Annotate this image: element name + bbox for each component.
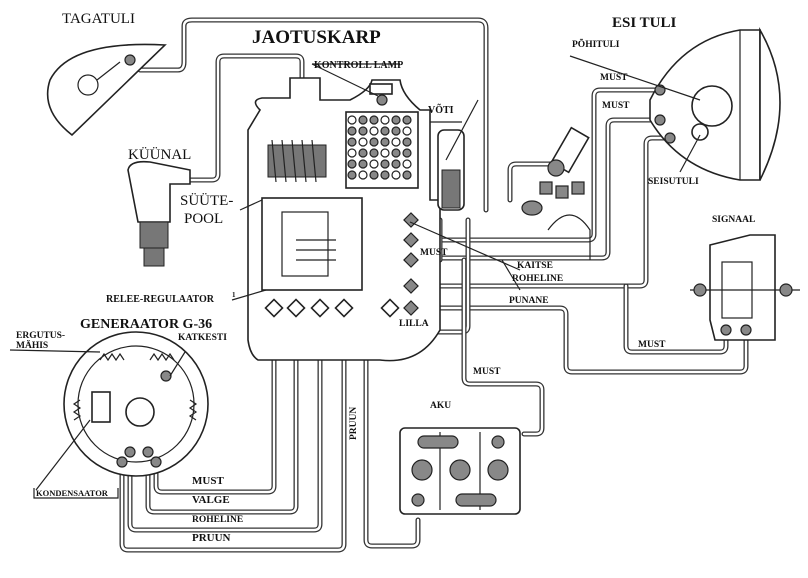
wire-label-lilla: LILLA xyxy=(399,319,429,329)
contact-dot xyxy=(369,126,379,136)
wire-label-punane: PUNANE xyxy=(509,296,549,306)
contact-dot xyxy=(380,126,390,136)
contact-dot xyxy=(347,148,357,158)
contact-dot xyxy=(347,170,357,180)
contact-dot xyxy=(347,159,357,169)
pointer-line xyxy=(231,289,267,301)
ignition-coil-label-1: SÜÜTE- xyxy=(180,193,234,209)
terminal xyxy=(264,298,284,318)
contact-dot xyxy=(380,148,390,158)
contact-dot xyxy=(369,159,379,169)
contact-dot xyxy=(358,115,368,125)
contact-dot xyxy=(380,170,390,180)
control-lamp-label: KONTROLL LAMP xyxy=(314,60,404,71)
pointer-line xyxy=(311,63,379,97)
contact-dot xyxy=(358,148,368,158)
contact-dot xyxy=(391,159,401,169)
wire-label-roheline: ROHELINE xyxy=(512,274,564,284)
wire-label-pruun: PRUUN xyxy=(349,406,359,440)
contact-dot xyxy=(358,159,368,169)
contact-dot xyxy=(380,115,390,125)
contact-dot xyxy=(402,115,412,125)
contact-dot xyxy=(347,126,357,136)
contact-dot xyxy=(391,115,401,125)
terminal xyxy=(380,298,400,318)
tail-light xyxy=(46,43,167,137)
contact-dot xyxy=(369,137,379,147)
contact-dot xyxy=(391,170,401,180)
headlight xyxy=(569,26,781,181)
terminal xyxy=(403,232,419,248)
contact-dot xyxy=(402,170,412,180)
main-beam-label: PÕHITULI xyxy=(572,40,620,50)
wire-label-must: MUST xyxy=(602,101,630,111)
wire-label-must: MUST xyxy=(600,73,628,83)
fuse-label: KAITSE xyxy=(517,261,553,271)
contact-dot xyxy=(402,126,412,136)
contact-dot xyxy=(380,159,390,169)
terminal xyxy=(310,298,330,318)
condenser-label: KONDENSAATOR xyxy=(36,488,108,498)
ignition-coil-label-2: POOL xyxy=(184,211,224,227)
fuse-cluster xyxy=(501,126,591,291)
terminal xyxy=(403,300,419,316)
contact-dot xyxy=(358,126,368,136)
contact-dot xyxy=(402,148,412,158)
relay-regulator-label: RELEE-REGULAATOR xyxy=(106,294,214,305)
contact-dot xyxy=(391,137,401,147)
wire-label-roheline: ROHELINE xyxy=(192,515,244,525)
breaker-label: KATKESTI xyxy=(178,333,227,343)
wires xyxy=(119,17,749,553)
battery-label: AKU xyxy=(430,401,452,411)
spark-plug-label: KÜÜNAL xyxy=(128,147,192,163)
wire-label-must: MUST xyxy=(638,340,666,350)
tail-light-label: TAGATULI xyxy=(62,11,135,27)
contact-dot xyxy=(358,170,368,180)
spark-plug xyxy=(127,160,191,267)
contact-dot xyxy=(391,148,401,158)
contact-matrix xyxy=(347,115,412,180)
terminal xyxy=(334,298,354,318)
horn-label: SIGNAAL xyxy=(712,215,756,225)
contact-dot xyxy=(402,137,412,147)
junction-box-label: JAOTUSKARP xyxy=(252,27,381,48)
terminal xyxy=(403,252,419,268)
generator-label: GENERAATOR G-36 xyxy=(80,317,213,332)
junction-box xyxy=(247,77,465,362)
generator xyxy=(9,331,209,499)
contact-dot xyxy=(369,170,379,180)
wire-label-must: MUST xyxy=(192,475,224,487)
wire-label-pruun: PRUUN xyxy=(192,532,231,544)
footnote-mark: 1 xyxy=(232,291,236,299)
wire-label-must: MUST xyxy=(420,248,448,258)
terminal xyxy=(403,278,419,294)
contact-dot xyxy=(369,115,379,125)
parking-light-label: SEISUTULI xyxy=(648,177,699,187)
battery xyxy=(399,427,521,515)
key-label: VÕTI xyxy=(428,105,454,116)
horn xyxy=(690,234,800,341)
terminal xyxy=(286,298,306,318)
contact-dot xyxy=(358,137,368,147)
field-winding-label-2: MÄHIS xyxy=(16,341,49,351)
contact-dot xyxy=(369,148,379,158)
contact-dot xyxy=(391,126,401,136)
contact-dot xyxy=(402,159,412,169)
pointer-line xyxy=(409,221,521,271)
contact-dot xyxy=(347,137,357,147)
wire-label-valge: VALGE xyxy=(192,494,230,506)
contact-dot xyxy=(380,137,390,147)
contact-dot xyxy=(347,115,357,125)
wire-label-must: MUST xyxy=(473,367,501,377)
pointer-line xyxy=(445,99,479,161)
field-winding-label-1: ERGUTUS- xyxy=(16,331,66,341)
headlight-label: ESI TULI xyxy=(612,15,677,31)
pointer-line xyxy=(239,199,263,211)
